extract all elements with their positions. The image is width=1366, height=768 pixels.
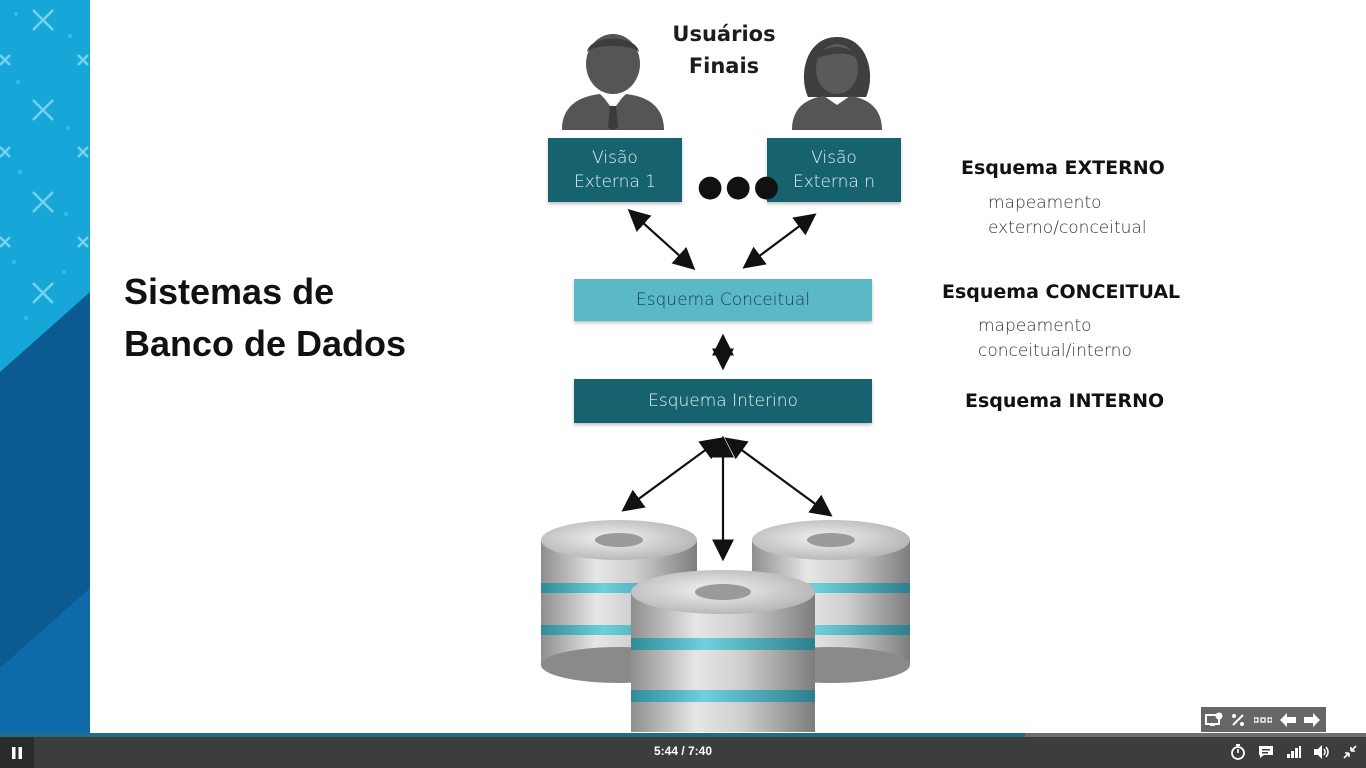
timer-icon[interactable] (1228, 742, 1248, 762)
progress-bar[interactable] (0, 733, 1366, 737)
view-box-1: Visão Externa 1 (548, 138, 682, 202)
conceptual-schema-box: Esquema Conceitual (574, 279, 872, 321)
internal-schema-label: Esquema INTERNO (965, 390, 1165, 412)
slide-title: Sistemas de Banco de Dados (124, 271, 407, 364)
screen-icon[interactable] (1205, 711, 1223, 729)
external-mapping-label: mapeamento externo/conceitual (988, 193, 1147, 238)
time-display: 5:44 / 7:40 (653, 744, 713, 758)
progress-fill (0, 733, 1025, 737)
pause-button[interactable] (0, 737, 34, 768)
pause-icon (12, 746, 22, 759)
female-user-icon (792, 37, 882, 130)
slide-nav-toolbar (1201, 707, 1326, 732)
quality-icon[interactable] (1284, 742, 1304, 762)
slide: Sistemas de Banco de Dados Usuários Fina… (0, 0, 1181, 733)
decorative-band (0, 0, 90, 733)
internal-mapping-label: mapeamento conceitual/interno (978, 316, 1132, 361)
view-box-n: Visão Externa n (767, 138, 901, 202)
exit-fullscreen-icon[interactable] (1340, 742, 1360, 762)
prev-icon[interactable] (1279, 711, 1297, 729)
male-user-icon (562, 34, 664, 130)
conceptual-schema-label: Esquema CONCEITUAL (942, 281, 1181, 303)
volume-icon[interactable] (1312, 742, 1332, 762)
ellipsis-dots: ●●● (697, 169, 782, 204)
next-icon[interactable] (1303, 711, 1321, 729)
captions-icon[interactable] (1256, 742, 1276, 762)
more-icon[interactable] (1254, 711, 1272, 729)
internal-schema-box: Esquema Interino (574, 379, 872, 423)
external-schema-label: Esquema EXTERNO (961, 157, 1165, 179)
player-control-bar (0, 733, 1366, 768)
users-label: Usuários Finais (672, 22, 776, 78)
percent-icon[interactable] (1229, 711, 1247, 729)
